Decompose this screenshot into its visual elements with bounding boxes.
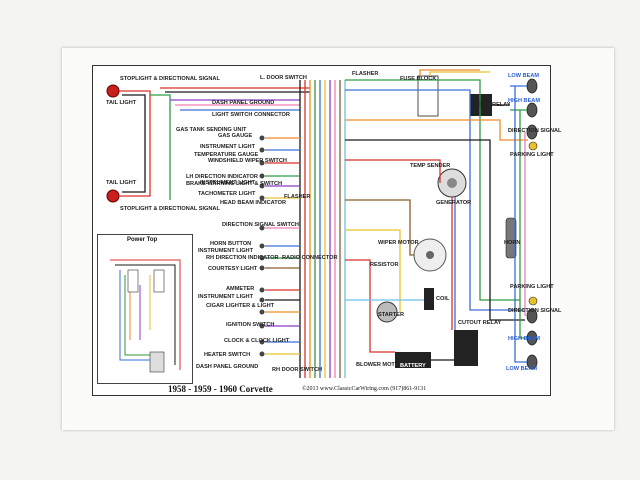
wiring-harness — [119, 69, 528, 378]
power-top-title: Power Top — [127, 237, 158, 243]
label-brake-warning-light: BRAKE WARNING LIGHT & SWITCH — [186, 181, 283, 187]
label-parking-light-bottom: PARKING LIGHT — [510, 284, 554, 290]
label-stoplight-directional-bottom: STOPLIGHT & DIRECTIONAL SIGNAL — [120, 206, 220, 212]
parking-light-bottom-lamp — [528, 296, 538, 306]
parking-light-top-lamp — [528, 141, 538, 151]
label-l-door-switch: L. DOOR SWITCH — [260, 75, 307, 81]
label-generator: GENERATOR — [436, 200, 472, 206]
label-lh-direction-indicator: LH DIRECTION INDICATOR — [186, 174, 258, 180]
label-tail-light-bottom: TAIL LIGHT — [106, 180, 137, 186]
label-rh-door-switch: RH DOOR SWITCH — [272, 367, 323, 373]
label-high-beam-top: HIGH BEAM — [508, 98, 541, 104]
label-temperature-gauge: TEMPERATURE GAUGE — [194, 152, 259, 158]
label-horn-button: HORN BUTTON — [210, 241, 252, 247]
label-dash-panel-ground-top: DASH PANEL GROUND — [212, 100, 275, 106]
copyright-text: ©2013 www.ClassicCarWiring.com (917)861-… — [302, 386, 427, 392]
label-battery: BATTERY — [400, 363, 426, 369]
power-top-relay-right — [153, 269, 165, 293]
label-courtesy-light: COURTESY LIGHT — [208, 266, 258, 272]
horn-shapes — [505, 217, 517, 259]
label-ammeter: AMMETER — [226, 286, 255, 292]
label-head-beam-indicator: HEAD BEAM INDICATOR — [220, 200, 286, 206]
label-horn-relay: HORN RELAY — [474, 102, 511, 108]
horn-relay-icon — [470, 94, 492, 116]
label-dash-panel-ground-bottom: DASH PANEL GROUND — [196, 364, 259, 370]
power-top-relay-left — [127, 269, 139, 293]
starter-icon — [376, 301, 398, 323]
label-clock-light: CLOCK & CLOCK LIGHT — [224, 338, 290, 344]
generator-icon — [437, 168, 467, 198]
headlamp-group-bottom — [526, 308, 538, 370]
label-flasher-top: FLASHER — [352, 71, 379, 77]
label-cutout-relay: CUTOUT RELAY — [458, 320, 502, 326]
label-instrument-light-2: INSTRUMENT LIGHT — [200, 180, 256, 186]
label-temp-sender: TEMP SENDER — [410, 163, 451, 169]
label-horn: HORN — [504, 240, 521, 246]
label-starter: STARTER — [378, 312, 404, 318]
label-coil: COIL — [436, 296, 450, 302]
power-top-box — [97, 234, 193, 384]
label-tachometer-light: TACHOMETER LIGHT — [198, 191, 256, 197]
label-instrument-light-1: INSTRUMENT LIGHT — [200, 144, 256, 150]
label-blower-motor: BLOWER MOTOR — [356, 362, 404, 368]
label-rh-direction-indicator: RH DIRECTION INDICATOR — [206, 255, 279, 261]
label-gas-tank-sending-unit: GAS TANK SENDING UNIT — [176, 127, 247, 133]
fuse-block-icon — [417, 75, 439, 117]
label-instrument-light-3: INSTRUMENT LIGHT — [198, 248, 254, 254]
power-top-motor — [149, 351, 165, 373]
label-tail-light-top: TAIL LIGHT — [106, 100, 137, 106]
headlamp-group-top — [526, 78, 538, 140]
tail-light-top-lamp — [106, 84, 120, 98]
label-direction-signal-switch: DIRECTION SIGNAL SWITCH — [222, 222, 299, 228]
label-parking-light-top: PARKING LIGHT — [510, 152, 554, 158]
label-stoplight-directional-top: STOPLIGHT & DIRECTIONAL SIGNAL — [120, 76, 220, 82]
label-gas-gauge: GAS GAUGE — [218, 133, 253, 139]
label-direction-signal-right-bottom: DIRECTION SIGNAL — [508, 308, 562, 314]
cutout-relay-icon — [454, 330, 478, 366]
label-instrument-light-4: INSTRUMENT LIGHT — [198, 294, 254, 300]
distributor-icon — [413, 238, 447, 272]
label-fuse-block: FUSE BLOCK — [400, 76, 437, 82]
label-cigar-lighter: CIGAR LIGHTER & LIGHT — [206, 303, 275, 309]
label-radio-connector: RADIO CONNECTOR — [282, 255, 338, 261]
diagram-title: 1958 - 1959 - 1960 Corvette — [168, 384, 273, 394]
coil-icon — [424, 288, 434, 310]
label-low-beam-bottom: LOW BEAM — [506, 366, 538, 372]
tail-light-bottom-lamp — [106, 189, 120, 203]
label-low-beam-top: LOW BEAM — [508, 73, 540, 79]
power-top-wiring — [110, 259, 181, 370]
label-heater-switch: HEATER SWITCH — [204, 352, 251, 358]
battery-icon — [395, 352, 431, 368]
label-windshield-wiper-switch: WINDSHIELD WIPER SWITCH — [208, 158, 287, 164]
dash-instrument-sockets — [259, 135, 265, 357]
label-resistor: RESISTOR — [370, 262, 399, 268]
label-light-switch-connector: LIGHT SWITCH CONNECTOR — [212, 112, 290, 118]
label-wiper-motor: WIPER MOTOR — [378, 240, 419, 246]
label-high-beam-bottom: HIGH BEAM — [508, 336, 541, 342]
label-ignition-switch: IGNITION SWITCH — [226, 322, 275, 328]
label-flasher-mid: FLASHER — [284, 194, 311, 200]
label-direction-signal-right-top: DIRECTION SIGNAL — [508, 128, 562, 134]
